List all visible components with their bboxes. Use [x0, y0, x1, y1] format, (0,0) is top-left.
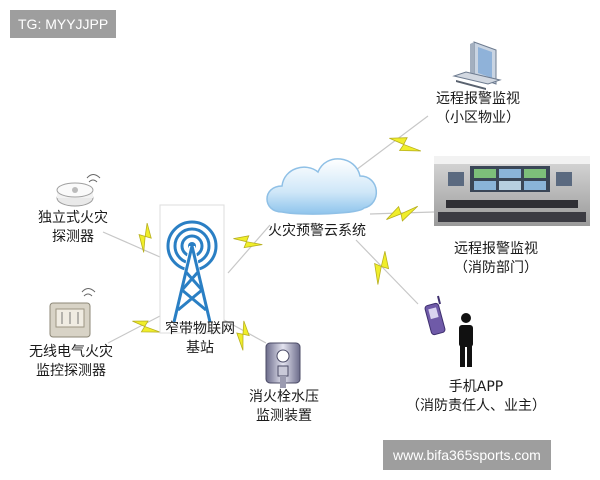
remote-firedept-line1: 远程报警监视 — [454, 241, 538, 257]
cloud-system-text: 火灾预警云系统 — [268, 223, 366, 239]
lightning-icon — [389, 137, 422, 152]
remote-firedept-label: 远程报警监视 （消防部门） — [436, 240, 556, 278]
line-cloud-to-mobile — [355, 239, 419, 305]
wireless-detector-line2: 监控探测器 — [36, 363, 106, 379]
person-icon — [459, 313, 473, 367]
lightning-bolts — [132, 137, 422, 351]
mobile-app-label: 手机APP （消防责任人、业主） — [390, 378, 562, 416]
electrical-detector-icon — [49, 288, 96, 338]
base-station-label: 窄带物联网 基站 — [152, 320, 248, 358]
lightning-icon — [138, 222, 152, 253]
watermark-top-left: TG: MYYJJPP — [10, 10, 117, 38]
mobile-app-line1: 手机APP — [448, 379, 504, 395]
base-station-line2: 基站 — [186, 340, 214, 356]
lightning-icon — [233, 235, 263, 249]
line-wireless-to-base — [107, 315, 161, 344]
hydrant-monitor-label: 消火栓水压 监测装置 — [236, 388, 332, 426]
wireless-detector-line1: 无线电气火灾 — [29, 344, 113, 360]
watermark-bottom-right: www.bifa365sports.com — [383, 440, 551, 470]
lightning-icon — [374, 251, 390, 285]
cloud-system-label: 火灾预警云系统 — [252, 222, 382, 241]
remote-property-label: 远程报警监视 （小区物业） — [418, 90, 538, 128]
lightning-icon — [236, 320, 250, 351]
remote-firedept-line2: （消防部门） — [454, 260, 538, 276]
wireless-detector-label: 无线电气火灾 监控探测器 — [16, 343, 126, 381]
standalone-detector-line2: 探测器 — [52, 229, 94, 245]
standalone-detector-line1: 独立式火灾 — [38, 210, 108, 226]
hydrant-monitor-line2: 监测装置 — [256, 408, 312, 424]
desktop-computer-icon — [452, 41, 502, 90]
mobile-phone-icon — [424, 295, 446, 336]
hydrant-monitor-line1: 消火栓水压 — [249, 389, 319, 405]
remote-property-line2: （小区物业） — [436, 110, 520, 126]
remote-property-line1: 远程报警监视 — [436, 91, 520, 107]
standalone-detector-label: 独立式火灾 探测器 — [28, 209, 118, 247]
smoke-detector-icon — [56, 174, 101, 207]
line-cloud-to-property — [355, 115, 429, 171]
base-station-tower-icon — [159, 204, 225, 334]
line-standalone-to-base — [102, 231, 161, 258]
base-station-line1: 窄带物联网 — [165, 321, 235, 337]
mobile-app-line2: （消防责任人、业主） — [406, 398, 546, 414]
cloud-icon — [266, 158, 378, 215]
monitoring-room-image — [434, 156, 590, 226]
hydrant-monitor-icon — [265, 342, 301, 388]
lightning-icon — [386, 205, 419, 222]
line-base-to-cloud — [227, 224, 271, 274]
